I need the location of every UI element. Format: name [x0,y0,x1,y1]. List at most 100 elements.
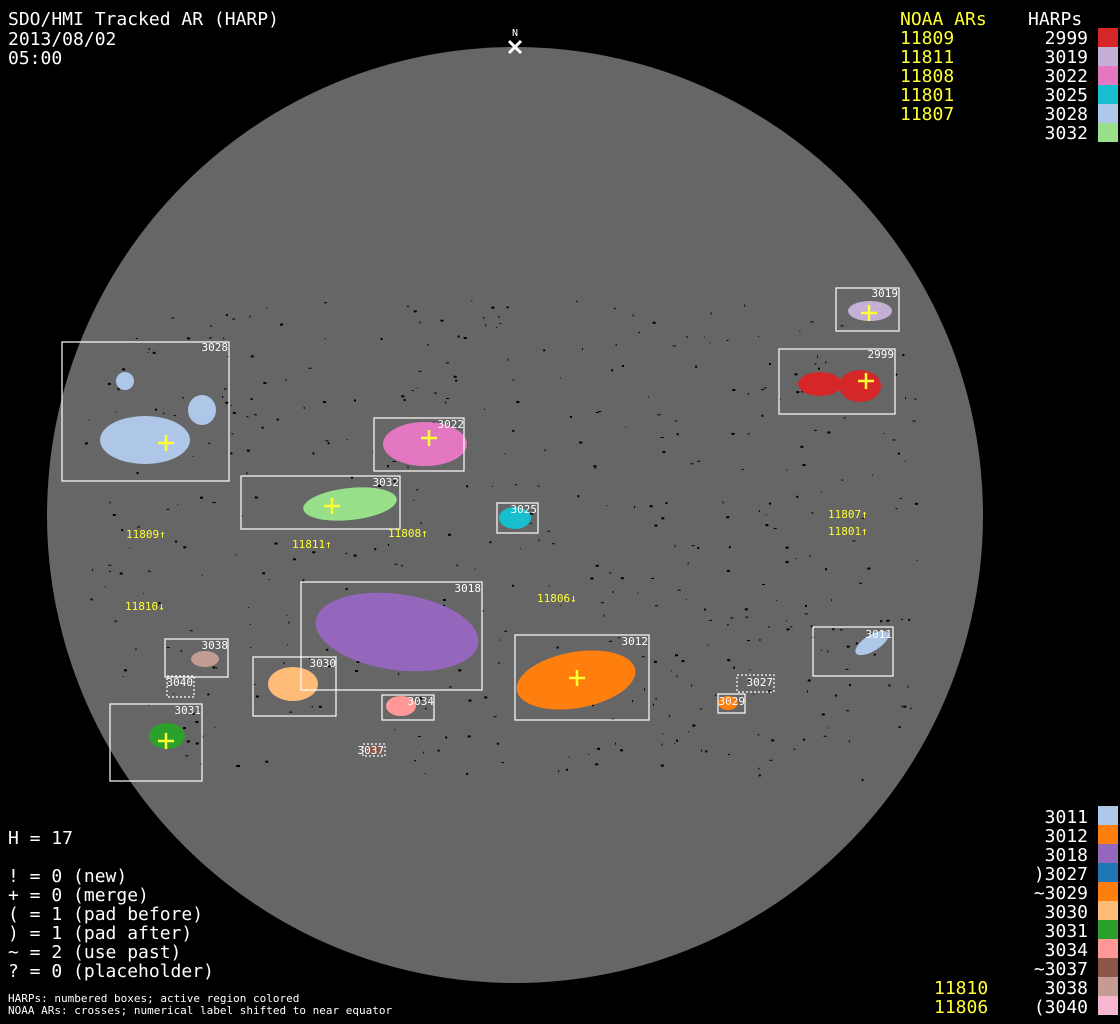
region-2999[interactable] [798,372,842,396]
speckle [143,592,145,594]
box-3025[interactable] [496,502,539,534]
speckle [747,433,750,435]
region-3029[interactable] [718,696,738,710]
region-3025[interactable] [499,507,531,529]
noaa-cross[interactable] [158,435,174,451]
speckle [223,337,225,340]
speckle [786,620,788,622]
harp-label: 3019 [872,287,899,300]
speckle [703,608,706,611]
speckle [250,355,254,358]
harp-legend-item: ~3029 [1033,883,1088,904]
speckle [129,547,131,549]
speckle [512,429,515,432]
region-3034[interactable] [386,696,416,716]
box-3029[interactable] [717,693,746,714]
speckle [393,480,397,483]
box-3040[interactable] [166,675,195,698]
region-3038[interactable] [191,651,219,667]
noaa-cross[interactable] [858,373,874,389]
box-2999[interactable] [778,348,896,415]
box-3012[interactable] [514,634,650,721]
noaa-legend-header: NOAA ARs [900,9,987,30]
region-3028-b[interactable] [116,372,134,390]
speckle [859,582,863,584]
speckle [888,684,891,687]
speckle [821,491,823,493]
speckle [611,718,615,720]
harp-color-swatch [1098,996,1118,1015]
speckle [707,644,709,646]
speckle [289,711,293,713]
speckle [759,638,761,641]
noaa-cross[interactable] [324,498,340,514]
box-3022[interactable] [373,417,465,472]
noaa-cross[interactable] [861,305,877,321]
harp-label: 3038 [202,639,229,652]
speckle [137,526,141,528]
speckle [613,307,616,309]
box-3018[interactable] [300,581,483,691]
speckle [417,387,419,389]
noaa-cross[interactable] [158,733,174,749]
speckle [846,710,850,712]
box-3031[interactable] [109,703,203,782]
speckle [312,551,316,554]
speckle [786,628,790,631]
region-3022[interactable] [383,422,467,466]
speckle [814,363,817,365]
speckle [676,739,679,742]
speckle [303,406,305,409]
region-3032[interactable] [302,483,399,525]
region-3011[interactable] [852,626,893,660]
speckle [543,349,546,352]
box-3037[interactable] [362,743,386,757]
region-3037[interactable] [366,746,382,754]
box-3027[interactable] [736,674,775,693]
speckle [827,650,829,653]
speckle [662,450,666,453]
speckle [400,565,403,567]
speckle [676,433,679,436]
box-3032[interactable] [240,475,401,530]
speckle [463,336,467,339]
speckle [186,740,190,743]
box-3028[interactable] [61,341,230,482]
north-marker-icon [507,39,523,55]
speckle [121,529,124,532]
harp-label: 2999 [868,348,895,361]
speckle [231,433,234,435]
header-title: SDO/HMI Tracked AR (HARP) [8,9,279,30]
speckle [903,705,907,708]
speckle [434,392,438,394]
region-3028[interactable] [100,416,190,464]
region-3018[interactable] [311,583,484,681]
speckle [483,408,485,410]
box-3034[interactable] [381,694,435,721]
region-2999-b[interactable] [839,370,881,402]
speckle [916,559,918,561]
speckle [839,629,843,631]
box-3019[interactable] [835,287,900,332]
noaa-crosses [158,305,877,749]
speckle [403,398,406,401]
noaa-cross[interactable] [569,670,585,686]
box-3011[interactable] [812,626,894,677]
speckle [308,367,312,369]
box-3038[interactable] [164,638,229,678]
speckle [828,727,830,729]
noaa-label: 11810↓ [125,600,165,613]
speckle [506,306,509,309]
speckle [747,393,750,395]
speckle [493,716,497,718]
speckle [722,501,724,504]
speckle [883,432,885,434]
region-3030[interactable] [268,667,318,701]
box-3030[interactable] [252,656,337,717]
noaa-cross[interactable] [421,430,437,446]
speckle [90,598,93,601]
speckle [249,623,251,625]
region-3028-c[interactable] [188,395,216,425]
speckle [800,391,804,393]
speckle [895,373,898,376]
